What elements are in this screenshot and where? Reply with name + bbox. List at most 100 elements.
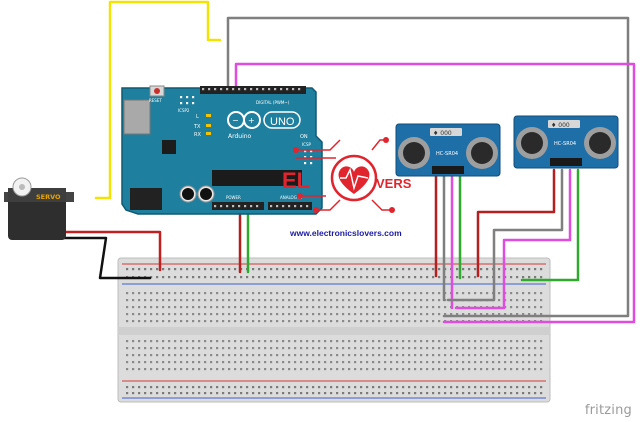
breadboard-hole [438,361,441,364]
breadboard-hole [360,320,363,323]
breadboard-hole [390,354,393,357]
breadboard-hole [456,354,459,357]
breadboard-hole [156,299,159,302]
wire-s2-green [520,168,580,282]
breadboard-hole [426,347,429,350]
breadboard-hole [294,276,297,279]
breadboard-hole [300,313,303,316]
breadboard-hole [192,354,195,357]
breadboard-hole [282,299,285,302]
breadboard-hole [174,313,177,316]
header-pin [232,205,235,208]
breadboard-hole [288,392,291,395]
breadboard-hole [474,268,477,271]
breadboard-hole [138,361,141,364]
icsp-pin [310,150,313,153]
breadboard-hole [342,392,345,395]
breadboard-hole [330,313,333,316]
breadboard-hole [270,386,273,389]
breadboard-hole [372,299,375,302]
breadboard-hole [486,268,489,271]
breadboard-hole [468,361,471,364]
breadboard-hole [408,320,411,323]
breadboard-hole [468,268,471,271]
led-l-label: L [196,114,199,120]
breadboard-hole [288,340,291,343]
breadboard-hole [348,368,351,371]
breadboard-hole [480,340,483,343]
breadboard-hole [222,368,225,371]
breadboard-hole [378,276,381,279]
breadboard-hole [270,320,273,323]
breadboard-hole [294,354,297,357]
breadboard-hole [528,386,531,389]
breadboard-hole [474,361,477,364]
breadboard-hole [372,354,375,357]
breadboard-hole [282,361,285,364]
breadboard-hole [528,299,531,302]
breadboard-hole [186,306,189,309]
breadboard-hole [516,354,519,357]
breadboard-hole [204,268,207,271]
breadboard-hole [198,292,201,295]
breadboard-hole [246,299,249,302]
breadboard-hole [378,320,381,323]
breadboard-hole [360,313,363,316]
breadboard-hole [186,368,189,371]
breadboard-hole [354,268,357,271]
breadboard-hole [168,340,171,343]
breadboard-hole [180,268,183,271]
breadboard-hole [270,392,273,395]
breadboard-hole [282,268,285,271]
breadboard-hole [180,347,183,350]
breadboard-hole [366,299,369,302]
wire-gray-top [226,16,630,318]
breadboard-hole [414,361,417,364]
breadboard-hole [504,392,507,395]
breadboard-hole [282,386,285,389]
breadboard-hole [204,361,207,364]
breadboard-hole [366,320,369,323]
breadboard-hole [204,386,207,389]
breadboard-hole [282,306,285,309]
breadboard-hole [318,368,321,371]
breadboard-hole [300,354,303,357]
breadboard-hole [306,313,309,316]
breadboard-hole [384,320,387,323]
breadboard-hole [324,276,327,279]
breadboard-hole [282,392,285,395]
breadboard-hole [270,340,273,343]
breadboard-hole [132,313,135,316]
breadboard-hole [186,268,189,271]
breadboard-hole [234,292,237,295]
breadboard-hole [330,386,333,389]
breadboard-hole [348,292,351,295]
breadboard-hole [144,392,147,395]
breadboard-hole [282,276,285,279]
breadboard-hole [540,347,543,350]
breadboard-hole [330,299,333,302]
breadboard-hole [174,276,177,279]
wire-s2-gray [446,168,564,302]
breadboard-hole [126,268,129,271]
servo-label: SERVO [36,193,61,201]
breadboard-hole [372,347,375,350]
breadboard-hole [366,361,369,364]
breadboard-hole [228,354,231,357]
header-pin [282,205,285,208]
reset-label: RESET [149,98,162,103]
breadboard-hole [276,276,279,279]
breadboard-hole [264,306,267,309]
breadboard-hole [348,361,351,364]
breadboard-hole [264,276,267,279]
breadboard-hole [480,392,483,395]
breadboard-hole [360,340,363,343]
breadboard-hole [336,292,339,295]
breadboard-hole [336,368,339,371]
breadboard-hole [330,306,333,309]
breadboard-hole [282,320,285,323]
breadboard-hole [504,361,507,364]
breadboard-hole [204,276,207,279]
breadboard-hole [462,340,465,343]
breadboard-hole [192,347,195,350]
